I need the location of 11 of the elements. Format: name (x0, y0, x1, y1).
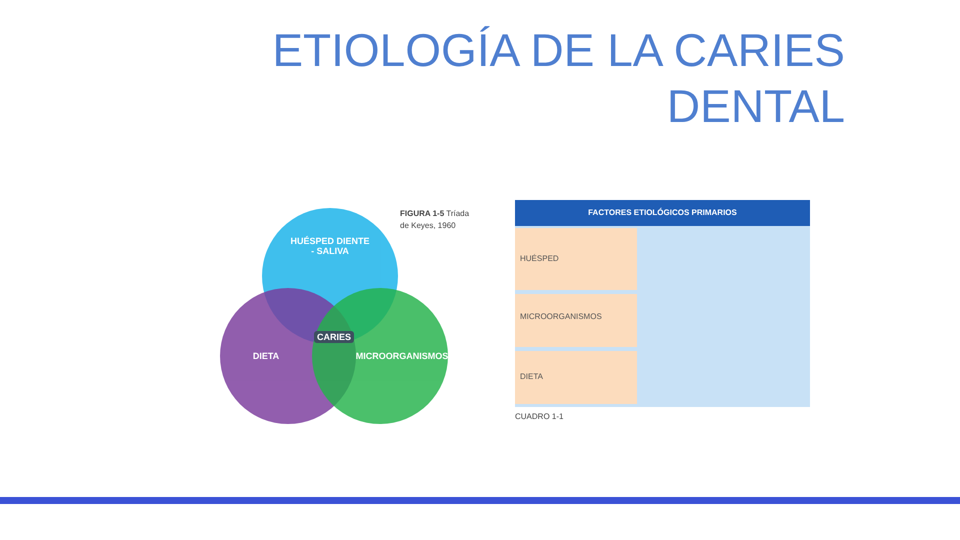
table-caption: CUADRO 1-1 (515, 412, 564, 421)
row-label: MICROORGANISMOS (520, 312, 603, 321)
row-label: HUÉSPED (520, 254, 560, 263)
table-header: FACTORES ETIOLÓGICOS PRIMARIOS (515, 200, 810, 226)
circle-label: MICROORGANISMOS (354, 351, 450, 361)
center-label: CARIES (314, 331, 354, 343)
slide-title: ETIOLOGÍA DE LA CARIES DENTAL (271, 23, 845, 134)
circle-label: HUÉSPED DIENTE - SALIVA (290, 236, 370, 256)
figure-caption: FIGURA 1-5 Tríada de Keyes, 1960 (400, 208, 470, 232)
row-label: DIETA (520, 372, 544, 381)
circle-label: DIETA (252, 351, 280, 361)
